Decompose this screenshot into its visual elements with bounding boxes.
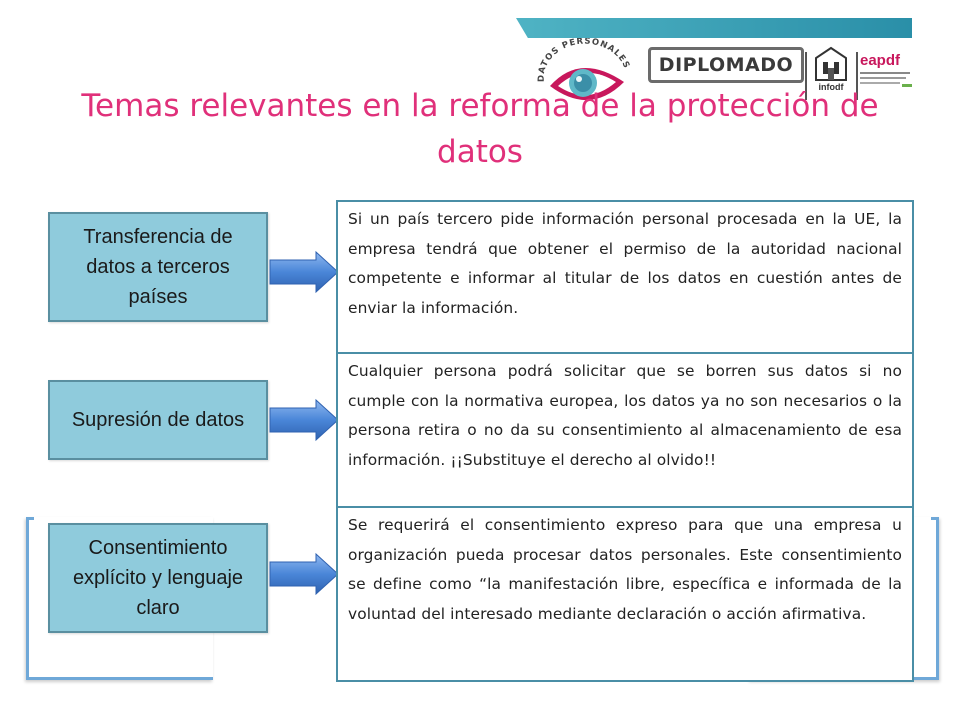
decorative-frame-left — [26, 517, 213, 680]
description-text: Si un país tercero pide información pers… — [348, 210, 902, 317]
description-text: Se requerirá el consentimiento expreso p… — [348, 516, 902, 623]
arrow-right-icon — [269, 250, 339, 294]
topic-box-transferencia: Transferencia de datos a terceros países — [48, 212, 268, 322]
logo-divider — [805, 52, 807, 100]
page-title: Temas relevantes en la reforma de la pro… — [81, 88, 879, 170]
topic-label: Consentimiento explícito y lenguaje clar… — [72, 537, 244, 619]
arrow-right-icon — [269, 552, 339, 596]
header-banner: DATOS PERSONALES DIPLOMADO infodf eapdf — [516, 18, 912, 101]
datos-personales-eye-logo: DATOS PERSONALES — [537, 38, 631, 101]
infodf-logo-icon — [815, 46, 847, 81]
infodf-logo-text: infodf — [818, 82, 844, 92]
topic-label: Transferencia de datos a terceros países — [83, 226, 233, 308]
topic-label: Supresión de datos — [71, 409, 245, 431]
logo-divider — [856, 52, 858, 100]
description-text: Cualquier persona podrá solicitar que se… — [348, 362, 902, 469]
eapdf-logo-text: eapdf — [860, 52, 901, 69]
topic-box-supresion: Supresión de datos — [48, 380, 268, 460]
diplomado-label: DIPLOMADO — [648, 47, 804, 83]
description-box-consentimiento: Se requerirá el consentimiento expreso p… — [336, 506, 914, 682]
arrow-right-icon — [269, 398, 339, 442]
description-box-supresion: Cualquier persona podrá solicitar que se… — [336, 352, 914, 508]
description-box-transferencia: Si un país tercero pide información pers… — [336, 200, 914, 354]
banner-stripe — [516, 18, 912, 38]
topic-box-consentimiento: Consentimiento explícito y lenguaje clar… — [48, 523, 268, 633]
eapdf-logo-subtext — [860, 72, 912, 87]
